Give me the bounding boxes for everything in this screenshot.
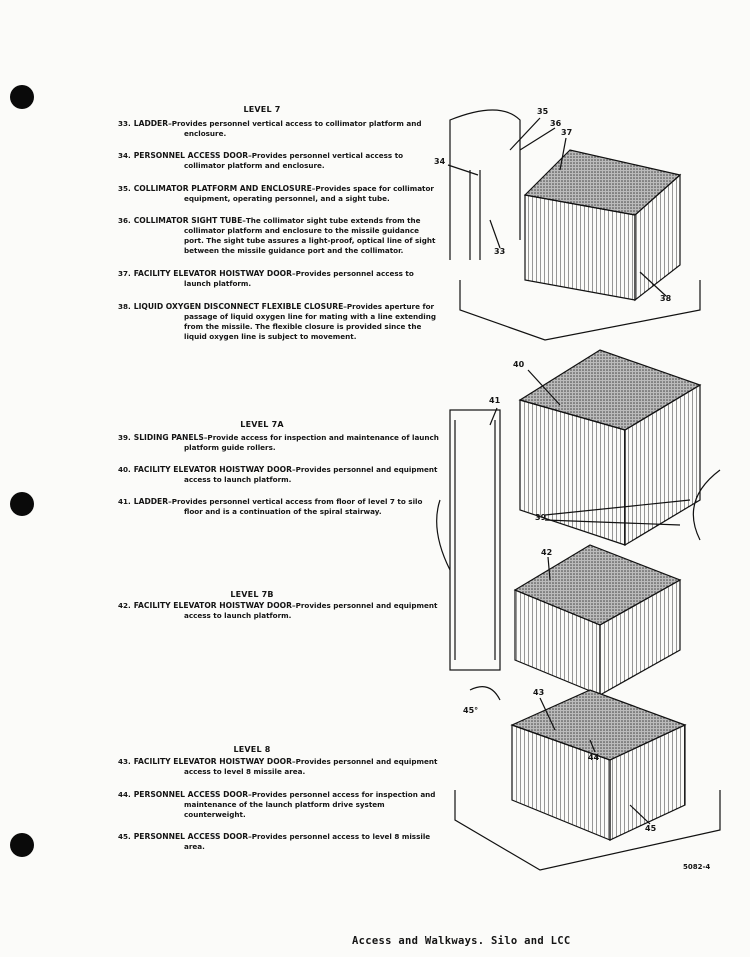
legend-entry: 33.LADDER–Provides personnel vertical ac… <box>118 119 422 138</box>
callout-label: 34 <box>434 157 446 166</box>
level-8-enclosure <box>454 689 721 871</box>
legend-entry: 43.FACILITY ELEVATOR HOISTWAY DOOR–Provi… <box>118 757 438 776</box>
legend-entry: 41.LADDER–Provides personnel vertical ac… <box>118 497 423 516</box>
callout-label: 43 <box>533 688 545 697</box>
legend-entry: 44.PERSONNEL ACCESS DOOR–Provides person… <box>118 790 436 819</box>
callout-label: 39 <box>535 513 547 522</box>
legend-entry: 40.FACILITY ELEVATOR HOISTWAY DOOR–Provi… <box>118 465 438 484</box>
callout-label: 45° <box>463 706 479 715</box>
level-7-enclosure <box>447 109 701 341</box>
legend-entry: 34.PERSONNEL ACCESS DOOR–Provides person… <box>118 151 404 170</box>
punch-hole <box>10 85 34 109</box>
punch-hole <box>10 833 34 857</box>
legend-entry: 36.COLLIMATOR SIGHT TUBE–The collimator … <box>118 216 436 255</box>
callout-label: 44 <box>588 753 600 762</box>
callout-label: 38 <box>660 294 672 303</box>
figure-number: 5082-4 <box>683 863 711 871</box>
callout-label: 36 <box>550 119 562 128</box>
legend-entry: 37.FACILITY ELEVATOR HOISTWAY DOOR–Provi… <box>118 269 414 288</box>
page-footer: Access and Walkways. Silo and LCC <box>352 935 571 947</box>
legend-entry: 45.PERSONNEL ACCESS DOOR–Provides person… <box>118 832 431 851</box>
legend-entry: 38.LIQUID OXYGEN DISCONNECT FLEXIBLE CLO… <box>118 302 436 341</box>
callout-label: 33 <box>494 247 506 256</box>
callout-label: 40 <box>513 360 525 369</box>
callout-label: 41 <box>489 396 501 405</box>
punch-hole <box>10 492 34 516</box>
callout-label: 35 <box>537 107 549 116</box>
section-heading: LEVEL 7B <box>230 590 274 599</box>
section-heading: LEVEL 8 <box>233 745 271 754</box>
legend-entry: 39.SLIDING PANELS–Provide access for ins… <box>118 433 439 452</box>
callout-label: 42 <box>541 548 553 557</box>
level-7b-enclosure <box>469 544 682 701</box>
section-heading: LEVEL 7A <box>240 420 284 429</box>
callout-label: 45 <box>645 824 657 833</box>
section-heading: LEVEL 7 <box>243 105 281 114</box>
legend-entry: 42.FACILITY ELEVATOR HOISTWAY DOOR–Provi… <box>118 601 438 620</box>
level-7a-enclosure <box>436 349 721 671</box>
legend-entry: 35.COLLIMATOR PLATFORM AND ENCLOSURE–Pro… <box>118 184 434 203</box>
callout-label: 37 <box>561 128 573 137</box>
